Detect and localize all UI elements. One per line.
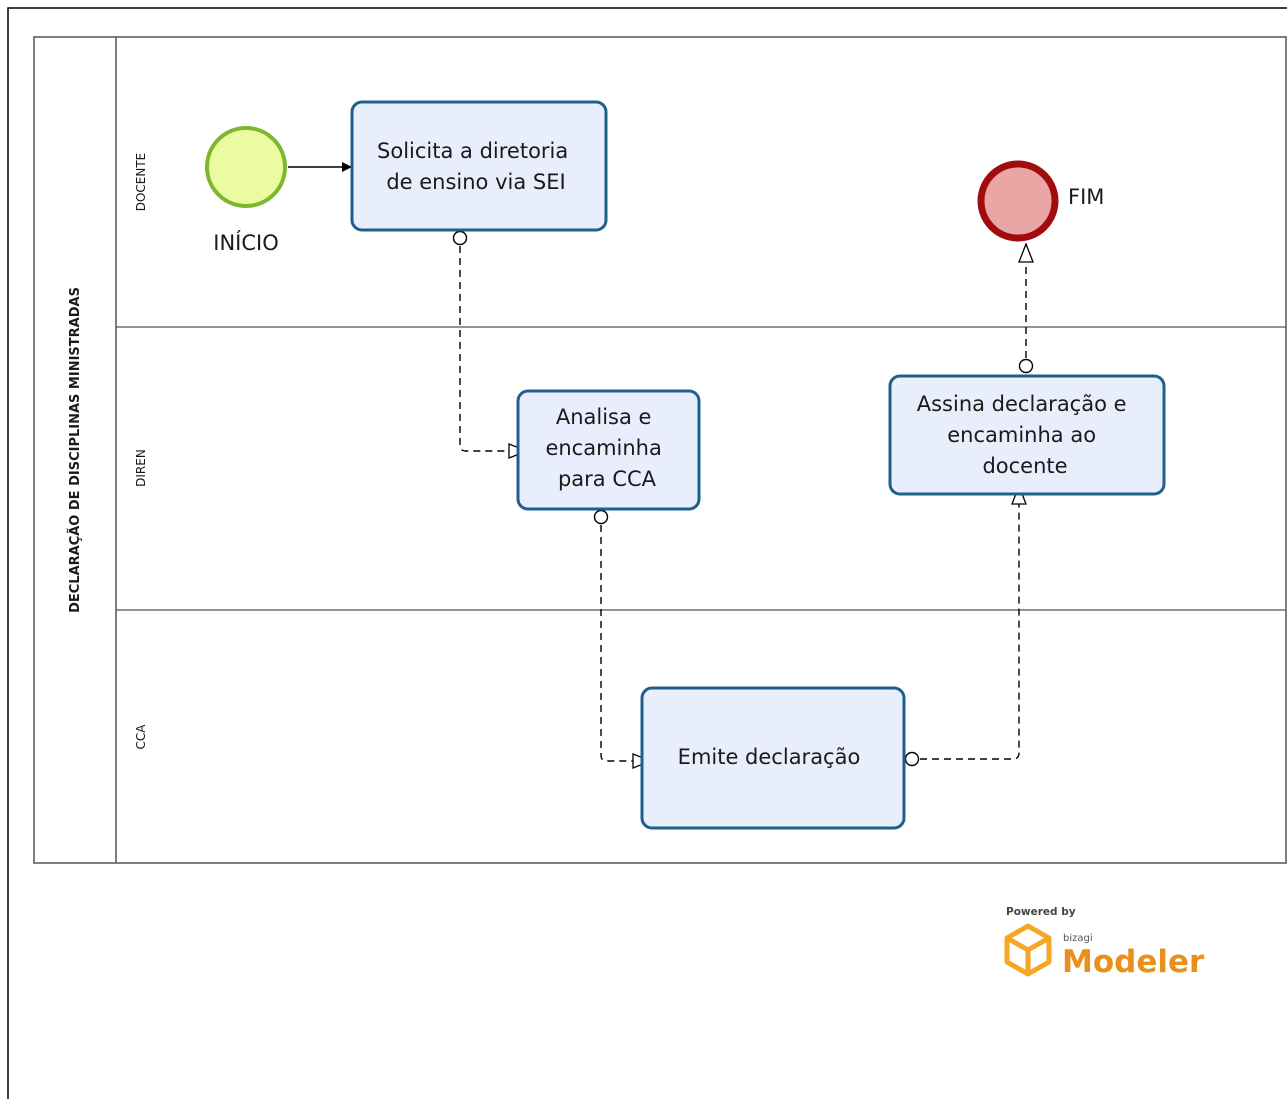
start-event-label: INÍCIO bbox=[213, 230, 278, 255]
bizagi-branding: Powered by bizagi Modeler bbox=[1004, 906, 1205, 980]
message-flow-origin bbox=[1018, 358, 1034, 374]
task-box[interactable] bbox=[516, 389, 701, 511]
page-frame bbox=[7, 7, 1287, 1099]
task-label-line: docente bbox=[982, 454, 1067, 478]
message-flow-origin bbox=[452, 230, 468, 246]
task-box[interactable] bbox=[350, 100, 608, 232]
task-assina[interactable]: Assina declaração e encaminha ao docente bbox=[888, 374, 1166, 496]
task-label-line: encaminha bbox=[545, 436, 661, 460]
powered-by-text: Powered by bbox=[1006, 906, 1076, 918]
end-event-circle[interactable] bbox=[977, 160, 1059, 242]
lane-label-docente: DOCENTE bbox=[134, 153, 148, 212]
task-label-line: Solicita a diretoria bbox=[377, 139, 568, 163]
task-solicita[interactable]: Solicita a diretoria de ensino via SEI bbox=[350, 100, 608, 232]
message-flow-origin bbox=[904, 751, 920, 767]
task-label-line: Analisa e bbox=[556, 405, 652, 429]
end-event-label: FIM bbox=[1068, 185, 1104, 209]
task-emite[interactable]: Emite declaração bbox=[640, 686, 906, 830]
lane-label-diren: DIREN bbox=[134, 449, 148, 487]
task-label-line: encaminha ao bbox=[947, 423, 1096, 447]
task-label: Solicita a diretoria de ensino via SEI bbox=[377, 139, 575, 194]
lane-label-cca: CCA bbox=[134, 724, 148, 750]
lane-diren: DIREN bbox=[134, 449, 148, 487]
end-event[interactable]: FIM bbox=[977, 160, 1104, 242]
message-flow-origin bbox=[593, 509, 609, 525]
task-label: Analisa e encaminha para CCA bbox=[545, 405, 668, 491]
message-flow-solicita-analisa bbox=[459, 246, 527, 451]
lane-cca: CCA bbox=[134, 724, 148, 750]
task-box[interactable] bbox=[888, 374, 1166, 496]
message-flow-analisa-emite bbox=[600, 525, 651, 761]
task-label-line: de ensino via SEI bbox=[386, 170, 565, 194]
start-event-circle[interactable] bbox=[205, 126, 287, 208]
modeler-wordmark: Modeler bbox=[1062, 944, 1205, 980]
task-label-line: Emite declaração bbox=[678, 745, 861, 769]
task-label: Assina declaração e encaminha ao docente bbox=[917, 392, 1133, 478]
bizagi-wordmark: bizagi bbox=[1063, 933, 1093, 944]
task-label-line: Assina declaração e bbox=[917, 392, 1127, 416]
task-box[interactable] bbox=[640, 686, 906, 830]
pool-title: DECLARAÇÃO DE DISCIPLINAS MINISTRADAS bbox=[67, 287, 83, 613]
task-analisa[interactable]: Analisa e encaminha para CCA bbox=[516, 389, 701, 511]
bizagi-logo-icon bbox=[1004, 923, 1052, 977]
connectors bbox=[288, 162, 1034, 767]
message-flow-emite-assina bbox=[920, 486, 1019, 760]
task-label-line: para CCA bbox=[558, 467, 657, 491]
task-label: Emite declaração bbox=[678, 745, 861, 769]
start-event[interactable]: INÍCIO bbox=[205, 126, 287, 255]
lane-docente: DOCENTE bbox=[134, 153, 148, 212]
